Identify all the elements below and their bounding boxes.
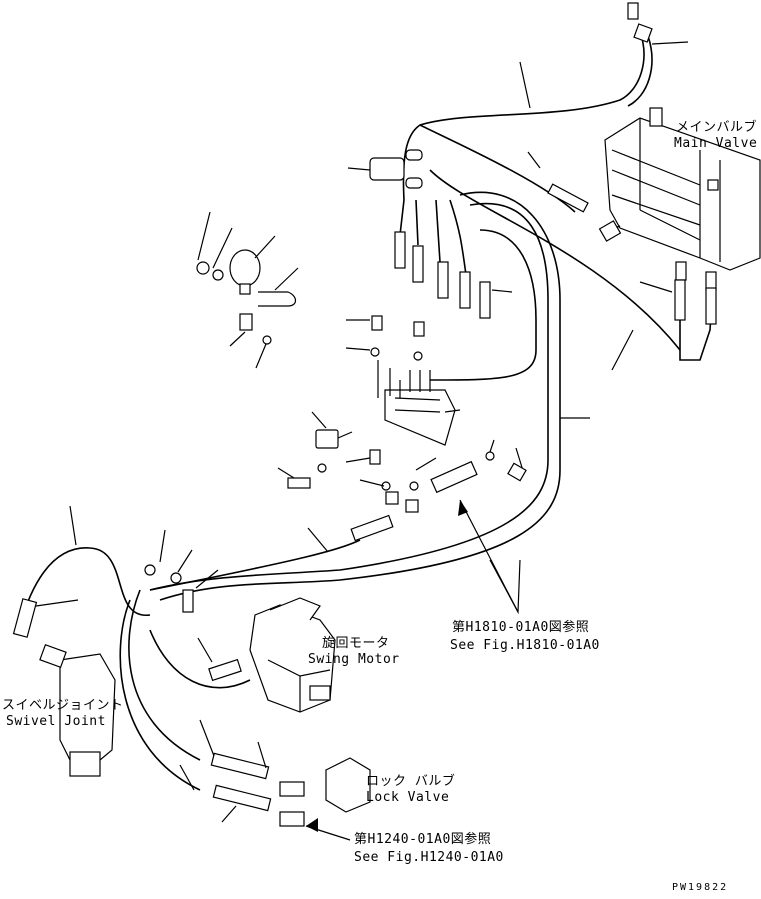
ref1-leader xyxy=(458,499,521,615)
lock-valve-label-en: Lock Valve xyxy=(366,790,450,805)
drawing-code: PW19822 xyxy=(672,882,729,893)
swivel-joint xyxy=(12,505,193,777)
lock-valve xyxy=(179,719,371,841)
top-fitting xyxy=(402,2,689,201)
accumulator xyxy=(196,211,299,369)
lock-valve-label-jp: ロック バルブ xyxy=(366,774,456,789)
center-hoses xyxy=(149,149,590,601)
ref-h1810-label-en: See Fig.H1810-01A0 xyxy=(450,638,600,653)
main-valve-label-en: Main Valve xyxy=(674,136,758,151)
main-valve-hoses xyxy=(419,124,717,371)
main-valve xyxy=(604,107,761,291)
manifold-block xyxy=(277,315,527,513)
ref-h1810-label-jp: 第H1810-01A0図参照 xyxy=(452,620,590,635)
swing-motor-label-jp: 旋回モータ xyxy=(322,636,390,651)
swivel-joint-label-en: Swivel Joint xyxy=(6,714,106,729)
ref-h1240-label-en: See Fig.H1240-01A0 xyxy=(354,850,504,865)
swing-motor-label-en: Swing Motor xyxy=(308,652,400,667)
main-valve-label-jp: メインバルブ xyxy=(676,120,758,135)
ref-h1240-label-jp: 第H1240-01A0図参照 xyxy=(354,832,492,847)
swivel-joint-label-jp: スイベルジョイント xyxy=(2,698,124,713)
swing-motor xyxy=(119,514,394,791)
